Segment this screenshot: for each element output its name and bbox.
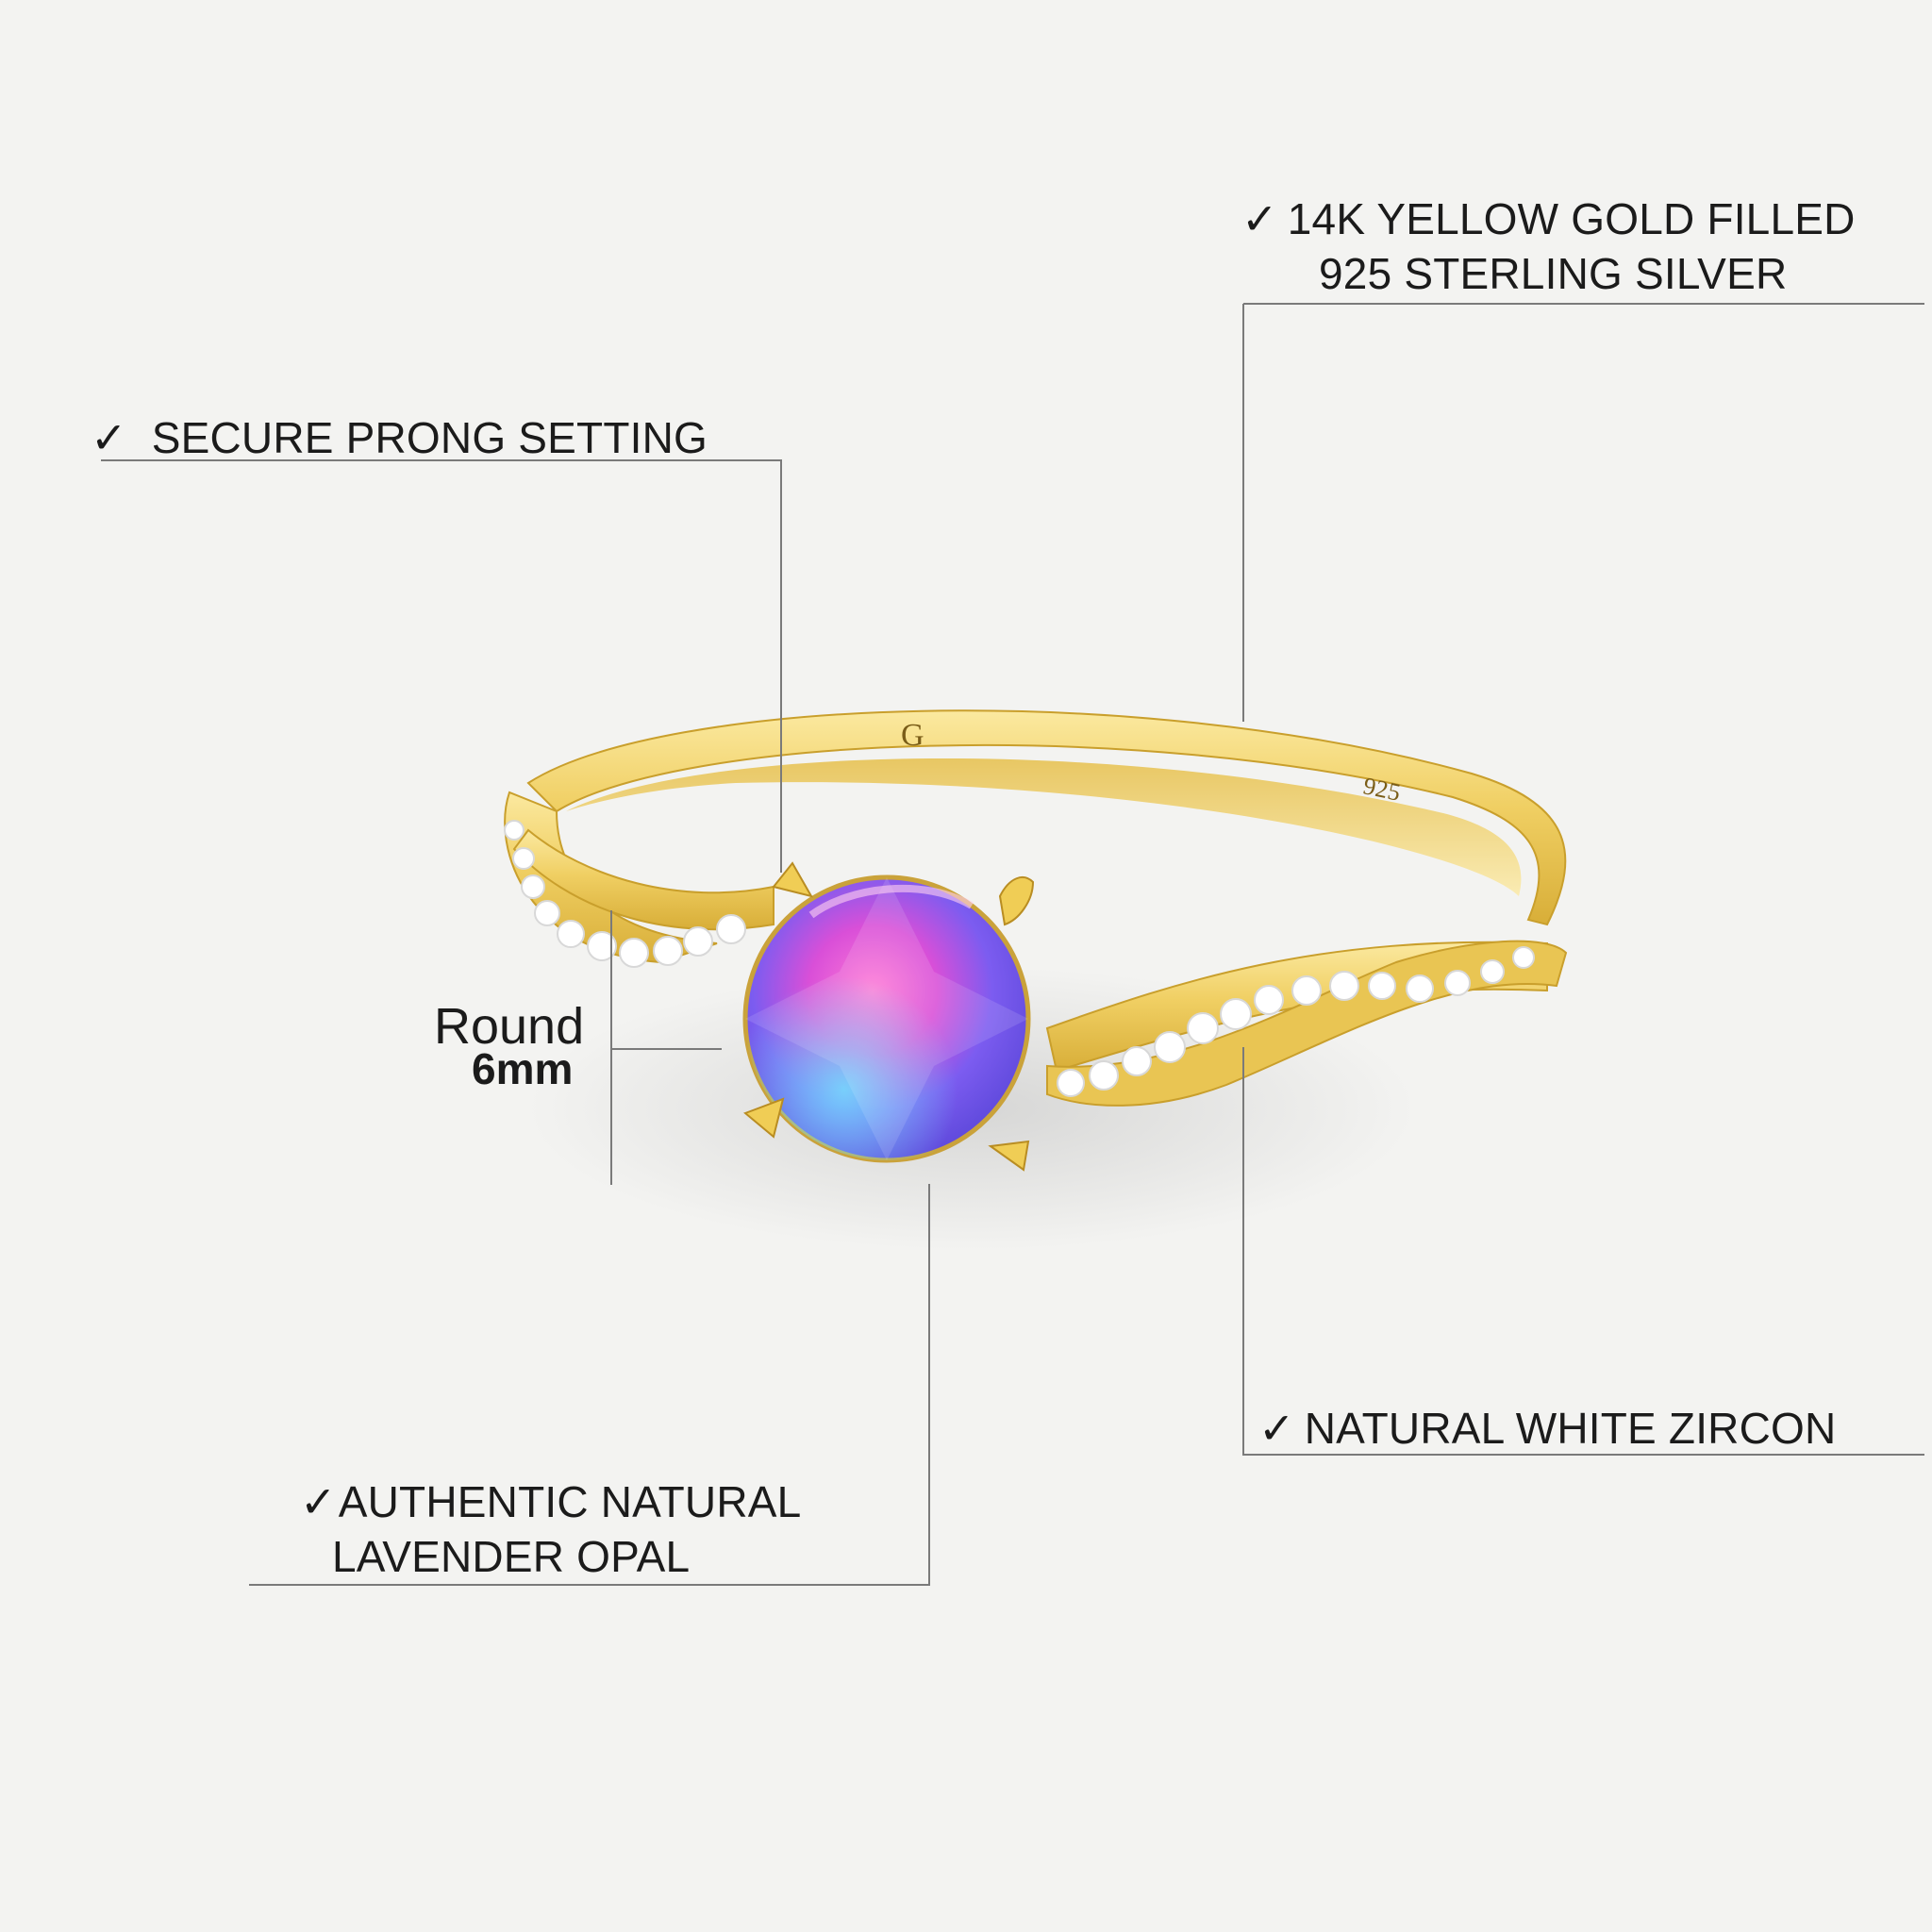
material-text-line1: 14K YELLOW GOLD FILLED (1287, 194, 1856, 243)
leader-line-opal (249, 1184, 930, 1586)
check-icon: ✓ (91, 413, 127, 462)
zircon-text: NATURAL WHITE ZIRCON (1304, 1404, 1837, 1453)
zircon-pave-left (504, 820, 746, 968)
prong-setting-text: SECURE PRONG SETTING (151, 413, 708, 462)
check-icon: ✓ (300, 1477, 337, 1526)
stone-size-value: 6mm (472, 1044, 574, 1093)
prong-setting-callout: ✓ SECURE PRONG SETTING (91, 411, 708, 464)
opal-text-line2: LAVENDER OPAL (332, 1532, 691, 1581)
leader-line-prong (101, 459, 782, 873)
leader-lines (101, 303, 1924, 1586)
opal-callout-line1: ✓AUTHENTIC NATURAL (300, 1475, 801, 1528)
check-icon: ✓ (1258, 1404, 1295, 1453)
right-shank-upper (1046, 940, 1568, 1107)
prongs (743, 861, 1035, 1172)
ring-band-inner (566, 758, 1522, 896)
ring-band-back (526, 709, 1567, 926)
check-icon: ✓ (1241, 194, 1278, 243)
brand-logo-engraving: G (901, 718, 924, 753)
zircon-pave-right (1057, 946, 1535, 1097)
zircon-callout: ✓NATURAL WHITE ZIRCON (1258, 1402, 1836, 1455)
lavender-opal-stone (742, 874, 1031, 1163)
left-shank-upper (512, 828, 774, 931)
leader-line-zircon (1242, 1047, 1924, 1456)
material-text-line2: 925 STERLING SILVER (1319, 249, 1788, 298)
material-callout-line1: ✓14K YELLOW GOLD FILLED (1241, 192, 1856, 245)
stone-shape-label: Round (434, 998, 585, 1055)
opal-text-line1: AUTHENTIC NATURAL (338, 1477, 802, 1526)
